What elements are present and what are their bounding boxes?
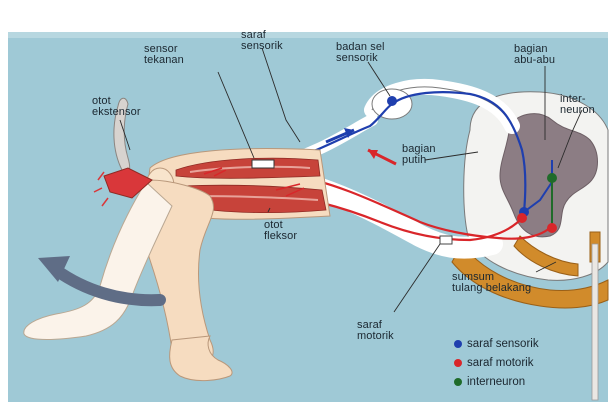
legend-label: saraf sensorik (467, 338, 539, 350)
label-badan-sel-sensorik: badan sel sensorik (336, 42, 385, 64)
sensory-cell-body (387, 96, 397, 106)
red-dot-icon (454, 359, 462, 367)
label-sumsum-tulang-belakang: sumsum tulang belakang (452, 272, 531, 294)
legend-label: saraf motorik (467, 357, 533, 369)
label-otot-ekstensor: otot ekstensor (92, 96, 141, 118)
label-bagian-putih: bagian putih (402, 144, 436, 166)
label-sensor-tekanan: sensor tekanan (144, 44, 184, 66)
legend-item-sensory: saraf sensorik (454, 338, 539, 350)
label-interneuron: inter- neuron (560, 94, 595, 116)
label-bagian-abu-abu: bagian abu-abu (514, 44, 555, 66)
green-dot-icon (454, 378, 462, 386)
legend-label: interneuron (467, 376, 525, 388)
blue-dot-icon (454, 340, 462, 348)
pressure-sensor-box (252, 160, 274, 168)
label-otot-fleksor: otot fleksor (264, 220, 297, 242)
legend-item-interneuron: interneuron (454, 376, 525, 388)
legend-item-motor: saraf motorik (454, 357, 533, 369)
label-saraf-motorik: saraf motorik (357, 320, 394, 342)
label-saraf-sensorik: saraf sensorik (241, 30, 283, 52)
